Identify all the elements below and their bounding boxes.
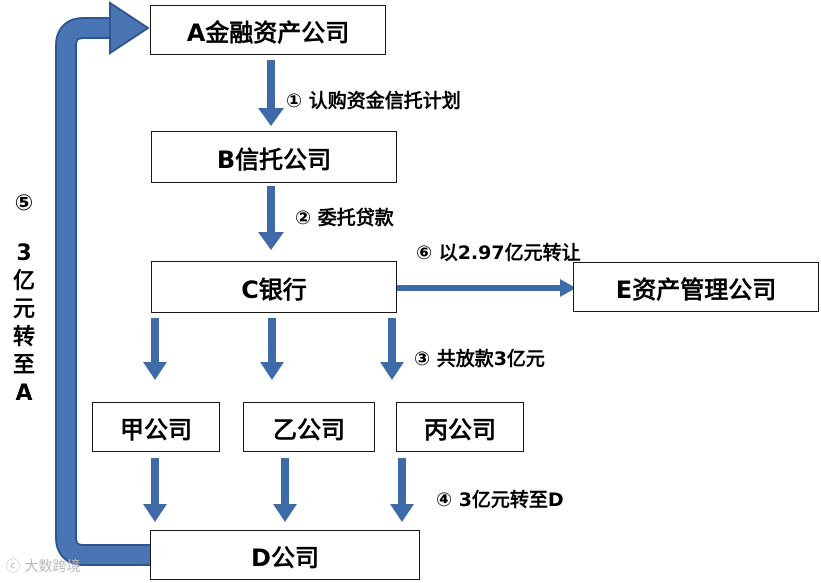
edge-label-5-char: A [15,381,33,406]
edge-label-1: ① 认购资金信托计划 [286,90,461,112]
edge-label-5-char: 3 [16,241,32,266]
edge-label-5-char: 至 [12,353,35,378]
watermark-text: 大数跨境 [24,559,81,575]
node-a-financial-asset-company: A金融资产公司 [150,5,386,55]
edge-label-5-char: 元 [12,297,35,322]
node-yi-company: 乙公司 [243,402,375,452]
edge-label-5-text: 3 亿 元 转 至 A [10,240,38,408]
edge-label-5-char: 转 [12,325,35,350]
return-arrow-5 [55,17,155,566]
edge-label-6: ⑥ 以2.97亿元转让 [416,242,581,264]
edge-label-3: ③ 共放款3亿元 [414,348,545,370]
node-b-trust-company: B信托公司 [151,131,397,183]
watermark: ⓒ 大数跨境 [6,556,80,576]
node-jia-company: 甲公司 [92,402,220,452]
node-d-company: D公司 [150,530,420,580]
edge-label-2: ② 委托贷款 [295,207,394,229]
node-bing-company: 丙公司 [396,402,524,452]
return-arrow-5-head [109,1,150,55]
node-c-bank: C银行 [151,261,397,313]
edge-label-5-char: 亿 [12,269,35,294]
edge-label-5-marker: ⑤ [14,191,34,216]
node-e-asset-management-company: E资产管理公司 [573,262,819,312]
watermark-logo-icon: ⓒ [6,559,20,575]
edge-label-4: ④ 3亿元转至D [436,489,564,511]
